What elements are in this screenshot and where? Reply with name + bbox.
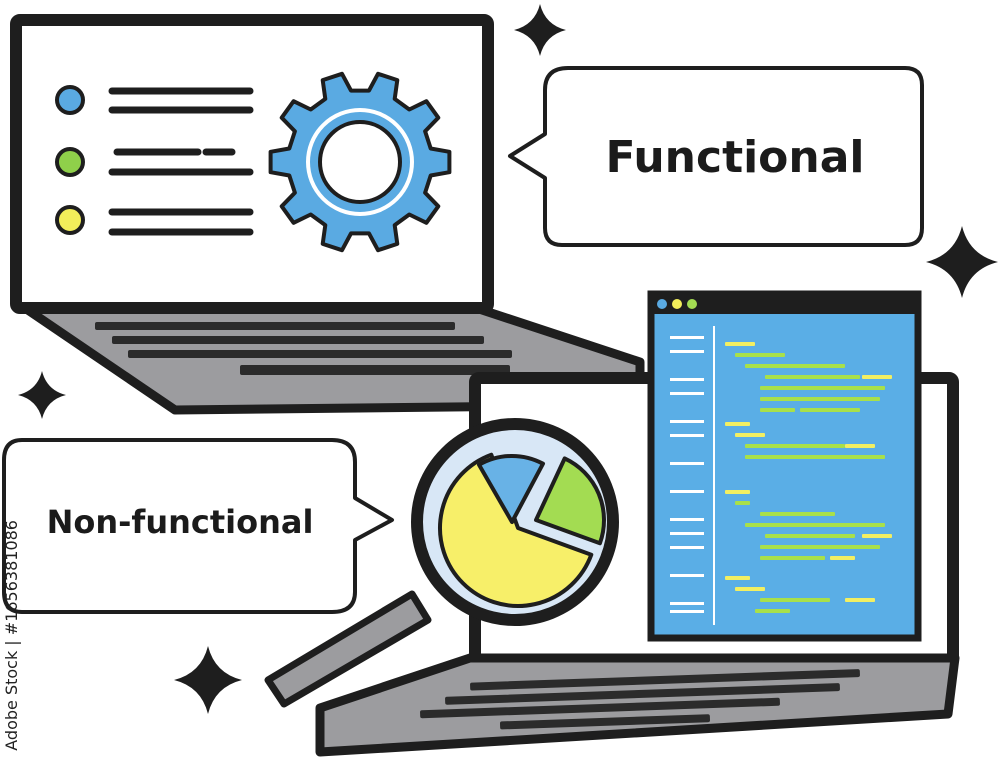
code-line	[760, 512, 835, 516]
list-dot-yellow	[55, 205, 85, 235]
code-line	[735, 587, 765, 591]
pie-slice-yellow	[438, 452, 594, 608]
code-line	[755, 609, 790, 613]
code-line	[725, 576, 750, 580]
gutter-mark	[670, 434, 704, 437]
functional-label: Functional	[605, 132, 864, 183]
gutter-mark	[670, 532, 704, 535]
code-line	[862, 375, 892, 379]
code-line	[830, 556, 855, 560]
laptop-top-left-keyboard	[95, 322, 512, 375]
non-functional-label: Non-functional	[47, 503, 314, 541]
gutter-mark	[670, 574, 704, 577]
code-line	[745, 523, 885, 527]
pie-slice-blue	[477, 453, 545, 524]
list-lines	[108, 87, 254, 236]
gutter-mark	[670, 546, 704, 549]
window-dot-yellow	[672, 299, 682, 309]
code-window-titlebar	[651, 294, 918, 314]
code-line	[760, 545, 880, 549]
pie-chart-icon	[438, 452, 606, 608]
gutter-mark	[670, 610, 704, 613]
gutter-mark	[670, 378, 704, 381]
code-line	[745, 455, 885, 459]
non-functional-bubble: Non-functional	[2, 438, 394, 614]
window-dot-blue	[657, 299, 667, 309]
code-line	[725, 490, 750, 494]
list-dot-blue	[55, 85, 85, 115]
code-line	[745, 444, 845, 448]
code-line	[760, 386, 885, 390]
list-dot-green	[55, 147, 85, 177]
code-line	[725, 422, 750, 426]
non-functional-bubble-shape	[2, 438, 394, 614]
code-line	[765, 534, 855, 538]
functional-bubble: Functional	[508, 66, 924, 247]
gutter-mark	[670, 602, 704, 605]
stock-watermark-id: Adobe Stock | #1656381086	[2, 520, 21, 751]
code-line	[760, 598, 830, 602]
code-lines	[670, 336, 892, 613]
gear-ring	[306, 108, 414, 216]
gutter-mark	[670, 518, 704, 521]
window-dot-green	[687, 299, 697, 309]
code-line	[735, 353, 785, 357]
magnifier-icon	[264, 418, 619, 708]
code-line	[745, 364, 845, 368]
laptop-top-left	[10, 14, 645, 415]
gutter-mark	[670, 420, 704, 423]
code-line	[800, 408, 860, 412]
code-window-icon	[647, 290, 922, 642]
pie-slice-green	[534, 456, 606, 546]
gutter-mark	[670, 392, 704, 395]
gear-icon	[268, 71, 452, 253]
gutter-mark	[670, 490, 704, 493]
gutter-mark	[670, 350, 704, 353]
gear-hole	[318, 120, 402, 204]
code-line	[735, 433, 765, 437]
code-line	[760, 408, 795, 412]
sparkle-icon	[514, 4, 566, 56]
code-line	[760, 556, 825, 560]
code-line	[760, 397, 880, 401]
code-line	[725, 342, 755, 346]
code-line	[845, 444, 875, 448]
code-line	[845, 598, 875, 602]
code-line	[735, 501, 750, 505]
sparkle-icon	[18, 371, 66, 419]
sparkle-icon	[926, 226, 998, 298]
code-line	[862, 534, 892, 538]
gutter-mark	[670, 336, 704, 339]
code-line	[765, 375, 860, 379]
sparkle-icon	[174, 646, 242, 714]
functional-bubble-shape	[508, 66, 924, 247]
laptop-bottom-right-keyboard	[420, 669, 860, 730]
gutter-mark	[670, 462, 704, 465]
code-window-frame	[647, 290, 922, 642]
magnifier-handle	[264, 590, 432, 708]
sparkles	[18, 4, 998, 714]
